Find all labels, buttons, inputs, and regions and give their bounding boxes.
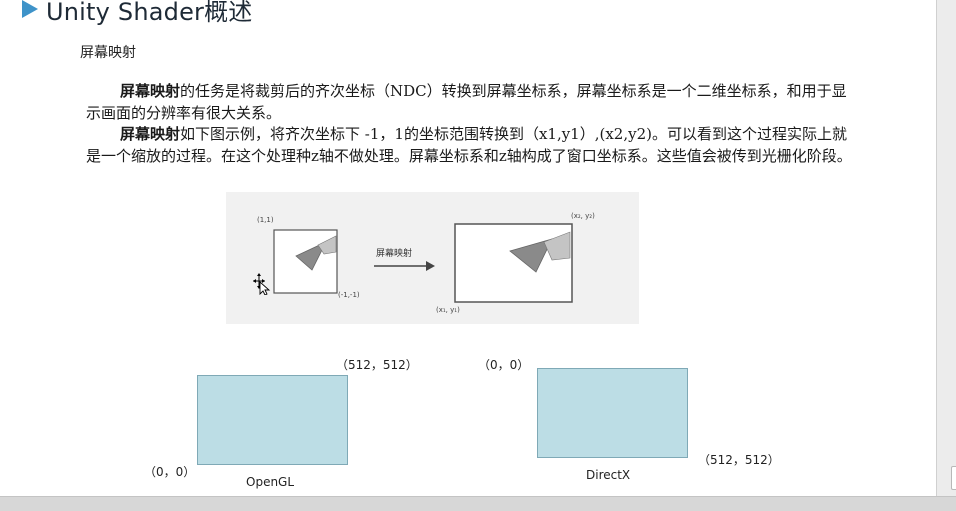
screen-rect xyxy=(454,223,573,303)
paragraph-2: 屏幕映射如下图示例，将齐次坐标下 -1，1的坐标范围转换到（x1,y1）,(x2… xyxy=(86,123,856,167)
slide: Unity Shader概述 屏幕映射 屏幕映射的任务是将裁剪后的齐次坐标（ND… xyxy=(22,0,856,489)
screen-bottom-left-label: (x₁, y₁) xyxy=(436,306,460,314)
triangle-bullet-icon xyxy=(22,0,38,18)
screen-mapping-figure: (1,1) (-1,-1) 屏幕映射 (x₂, y₂) (x₁, y₁) xyxy=(226,192,639,324)
move-cursor-icon xyxy=(253,273,271,295)
screen-top-right-label: (x₂, y₂) xyxy=(571,212,595,220)
opengl-screen-box xyxy=(197,375,348,465)
viewer-bottom-edge xyxy=(0,496,956,511)
mapping-arrow-head xyxy=(426,261,435,271)
directx-screen-box xyxy=(537,368,688,458)
screen-mapping-diagram: (1,1) (-1,-1) 屏幕映射 (x₂, y₂) (x₁, y₁) xyxy=(257,212,595,314)
screen-shape-main xyxy=(509,238,553,273)
paragraph-2-text: 如下图示例，将齐次坐标下 -1，1的坐标范围转换到（x1,y1）,(x2,y2)… xyxy=(86,125,852,165)
directx-label: DirectX xyxy=(586,468,631,482)
screen-shape-tail xyxy=(543,231,571,261)
slide-title: Unity Shader概述 xyxy=(46,0,253,26)
ndc-bottom-right-label: (-1,-1) xyxy=(338,291,360,299)
viewer-right-edge xyxy=(936,0,956,510)
paragraph-1-bold: 屏幕映射 xyxy=(120,82,181,100)
opengl-bottom-left-label: （0，0） xyxy=(144,465,196,479)
paragraph-1-text: 的任务是将裁剪后的齐次坐标（NDC）转换到屏幕坐标系，屏幕坐标系是一个二维坐标系… xyxy=(86,82,847,122)
scroll-grip[interactable] xyxy=(951,466,956,490)
directx-bottom-right-label: （512，512） xyxy=(698,453,780,467)
opengl-label: OpenGL xyxy=(246,475,295,489)
section-subtitle: 屏幕映射 xyxy=(80,45,136,61)
opengl-top-right-label: （512，512） xyxy=(336,358,418,372)
paragraph-1: 屏幕映射的任务是将裁剪后的齐次坐标（NDC）转换到屏幕坐标系，屏幕坐标系是一个二… xyxy=(86,80,856,124)
slide-title-row: Unity Shader概述 xyxy=(22,0,253,26)
paragraph-2-bold: 屏幕映射 xyxy=(120,125,181,143)
ndc-top-left-label: (1,1) xyxy=(257,216,274,224)
directx-top-left-label: （0，0） xyxy=(478,358,530,372)
ndc-shape-tail xyxy=(317,235,337,255)
ndc-shape-main xyxy=(295,241,327,271)
mapping-arrow-label: 屏幕映射 xyxy=(376,247,412,259)
